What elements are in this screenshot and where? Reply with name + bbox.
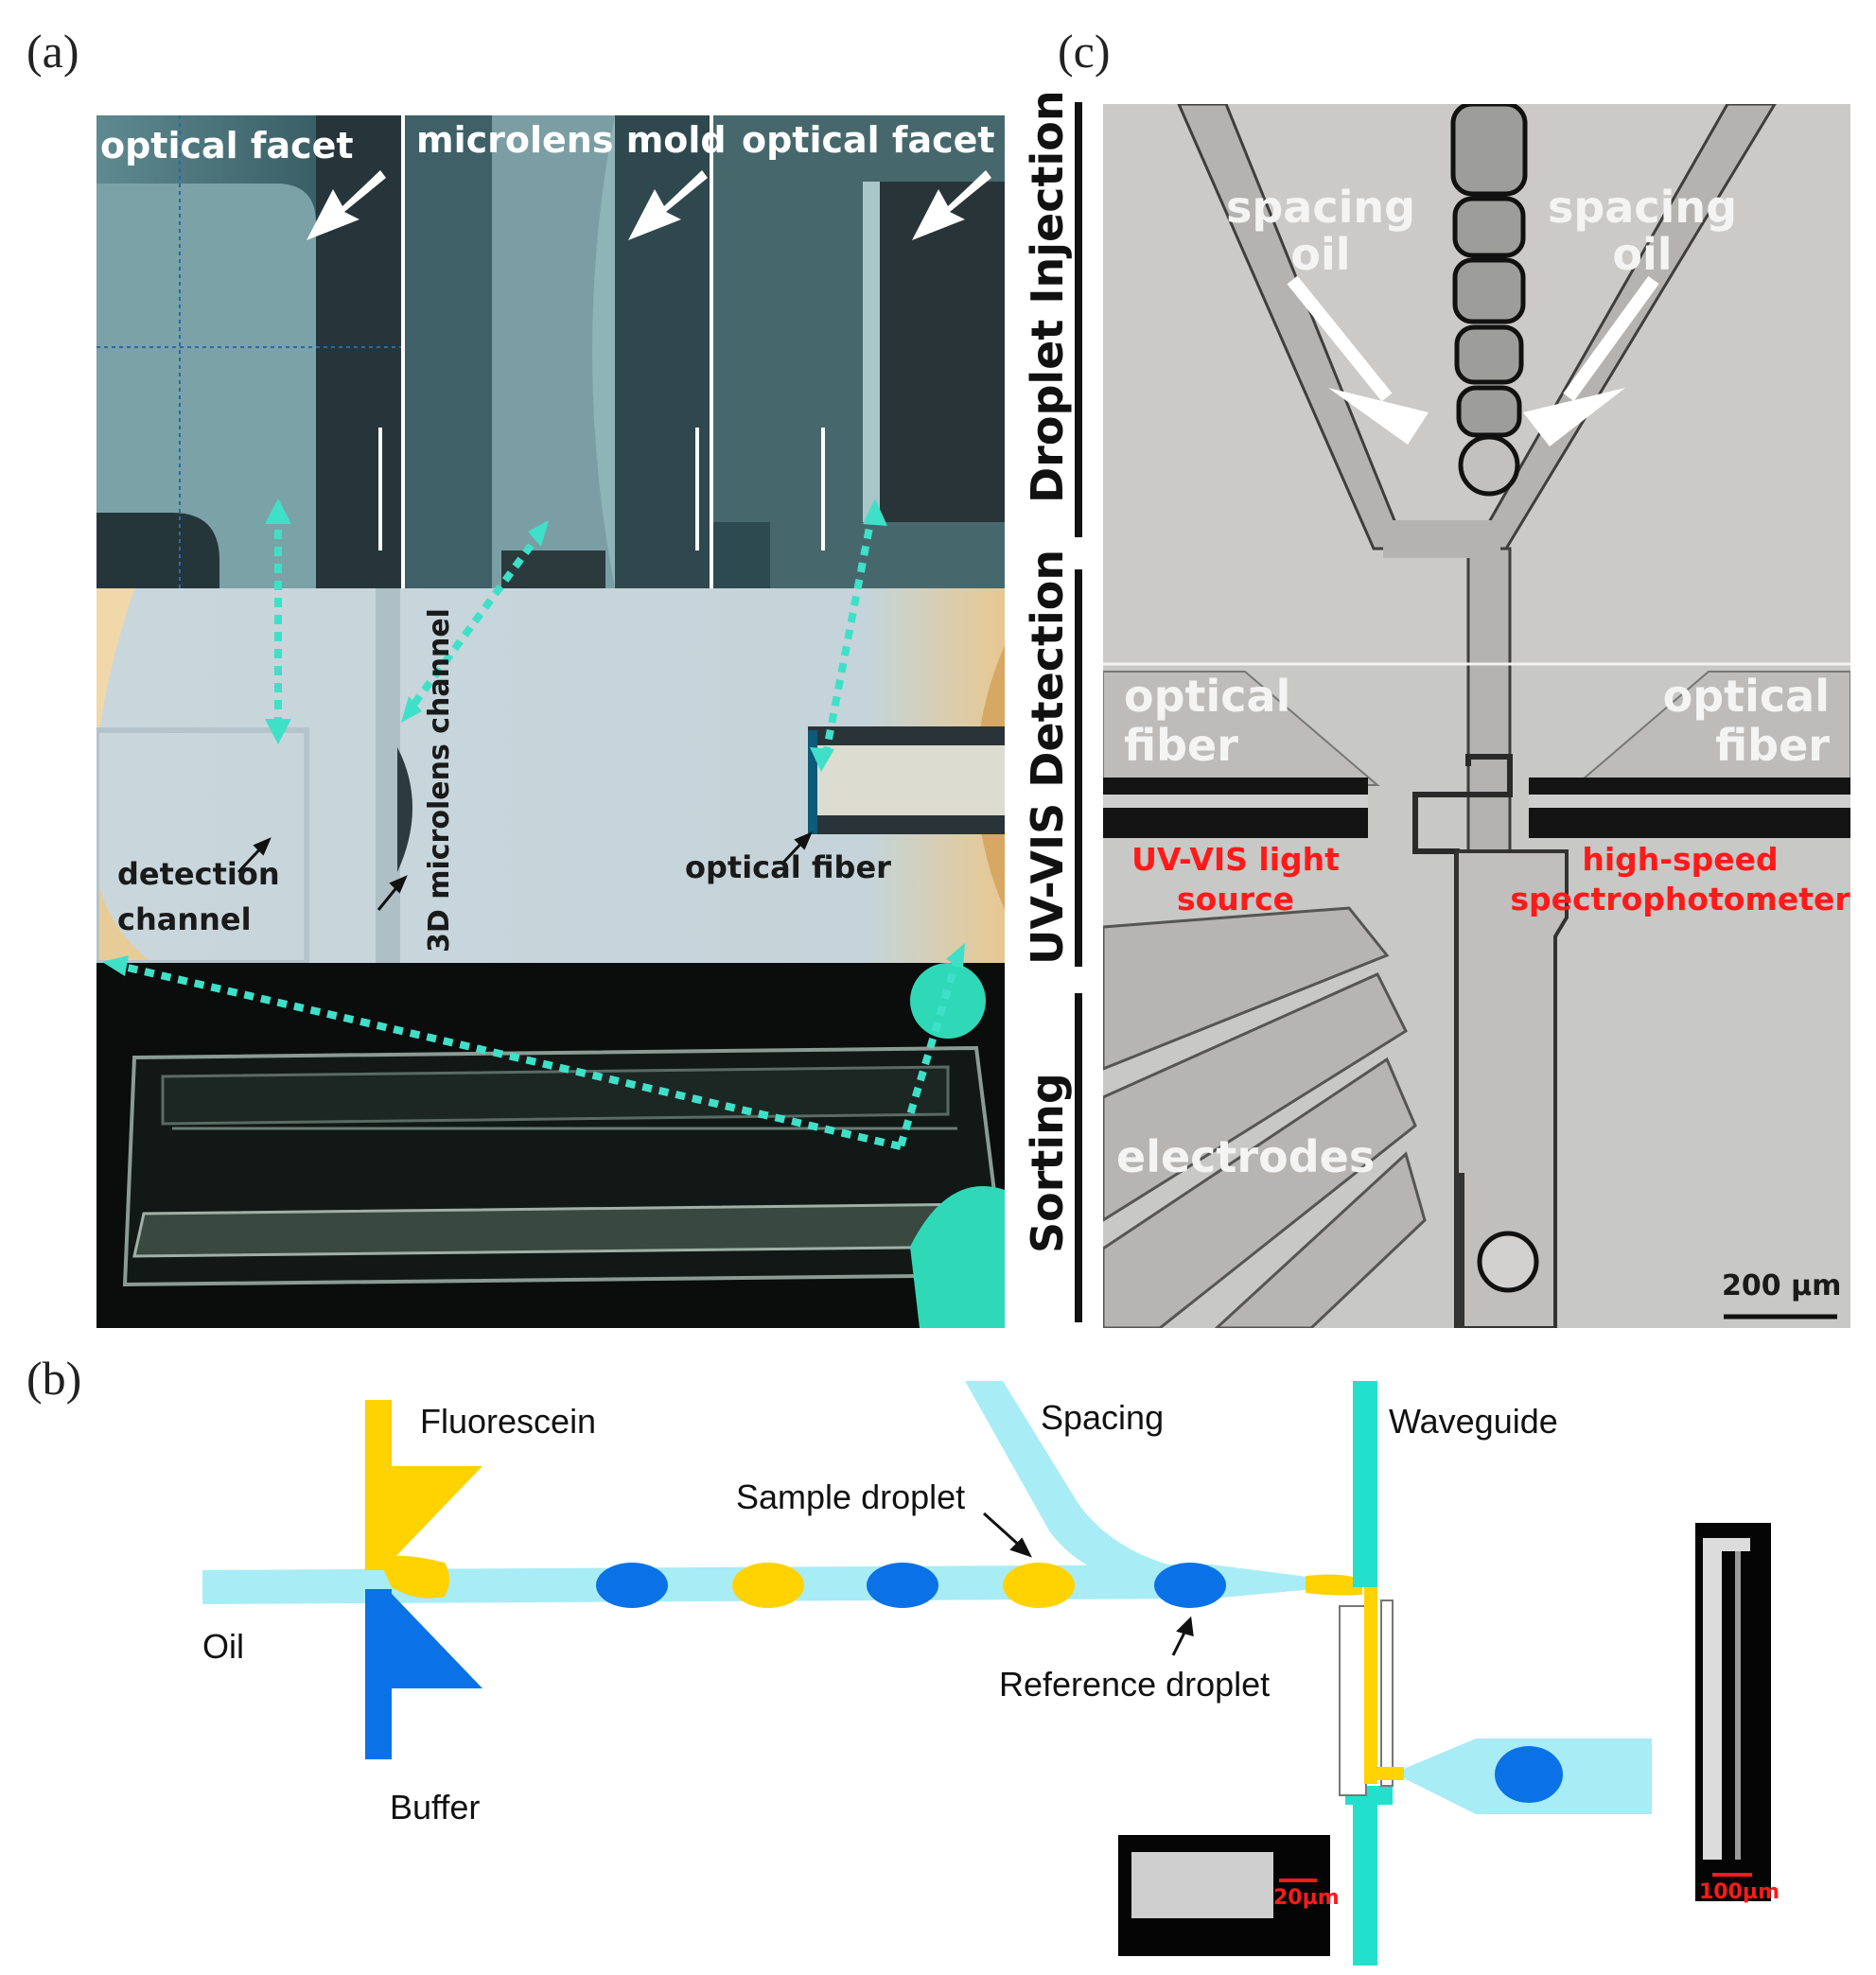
scalebar-100um: 100µm (1699, 1880, 1780, 1904)
sem-label-microlens-mold: microlens mold (416, 119, 727, 161)
chip-micrograph (96, 588, 1005, 963)
section-bar-injection (1075, 102, 1082, 537)
label-optical-fiber-right: optical fiber (1662, 671, 1830, 771)
label-3d-microlens-channel: 3D microlens channel (423, 608, 456, 953)
panel-label-a: (a) (26, 25, 79, 78)
section-bar-sorting (1075, 993, 1082, 1322)
connector-arrows (102, 498, 965, 1150)
label-fluorescein: Fluorescein (420, 1402, 597, 1441)
panel-label-c: (c) (1058, 25, 1111, 78)
section-uv-vis-detection: UV-VIS Detection (1022, 549, 1073, 965)
panel-b-schematic (202, 1381, 1771, 1966)
label-optical-fiber-a: optical fiber (685, 849, 891, 885)
label-detection-channel: detection channel (117, 856, 280, 937)
label-waveguide: Waveguide (1389, 1402, 1558, 1441)
label-spacing: Spacing (1041, 1398, 1165, 1437)
scalebar-20um: 20µm (1273, 1886, 1340, 1910)
section-bar-detection (1075, 569, 1082, 967)
label-spacing-oil-left: spacing oil (1226, 182, 1416, 280)
scalebar-200um: 200 µm (1722, 1269, 1842, 1302)
panel-c: spacing oil spacing oil optical fiber op… (1103, 104, 1850, 1328)
label-electrodes: electrodes (1116, 1131, 1376, 1182)
panel-a: optical facet microlens mold optical fac… (96, 115, 1005, 1328)
label-high-speed-spectrophotometer: high-speed spectrophotometer (1510, 841, 1850, 918)
sem-images (96, 115, 1005, 588)
label-spacing-oil-right: spacing oil (1548, 182, 1738, 280)
sem-label-optical-facet-2: optical facet (742, 119, 995, 161)
label-sample-droplet: Sample droplet (736, 1477, 966, 1516)
label-buffer: Buffer (390, 1788, 481, 1826)
label-oil: Oil (202, 1627, 244, 1666)
microfluidic-micrograph (1103, 104, 1850, 1328)
section-droplet-injection: Droplet Injection (1022, 90, 1073, 503)
panel-label-b: (b) (26, 1352, 82, 1405)
section-sorting: Sorting (1022, 1073, 1073, 1253)
label-uv-vis-light-source: UV-VIS light source (1131, 841, 1340, 918)
label-reference-droplet: Reference droplet (999, 1665, 1271, 1704)
sem-label-optical-facet-1: optical facet (100, 125, 354, 166)
label-optical-fiber-left: optical fiber (1124, 671, 1291, 771)
